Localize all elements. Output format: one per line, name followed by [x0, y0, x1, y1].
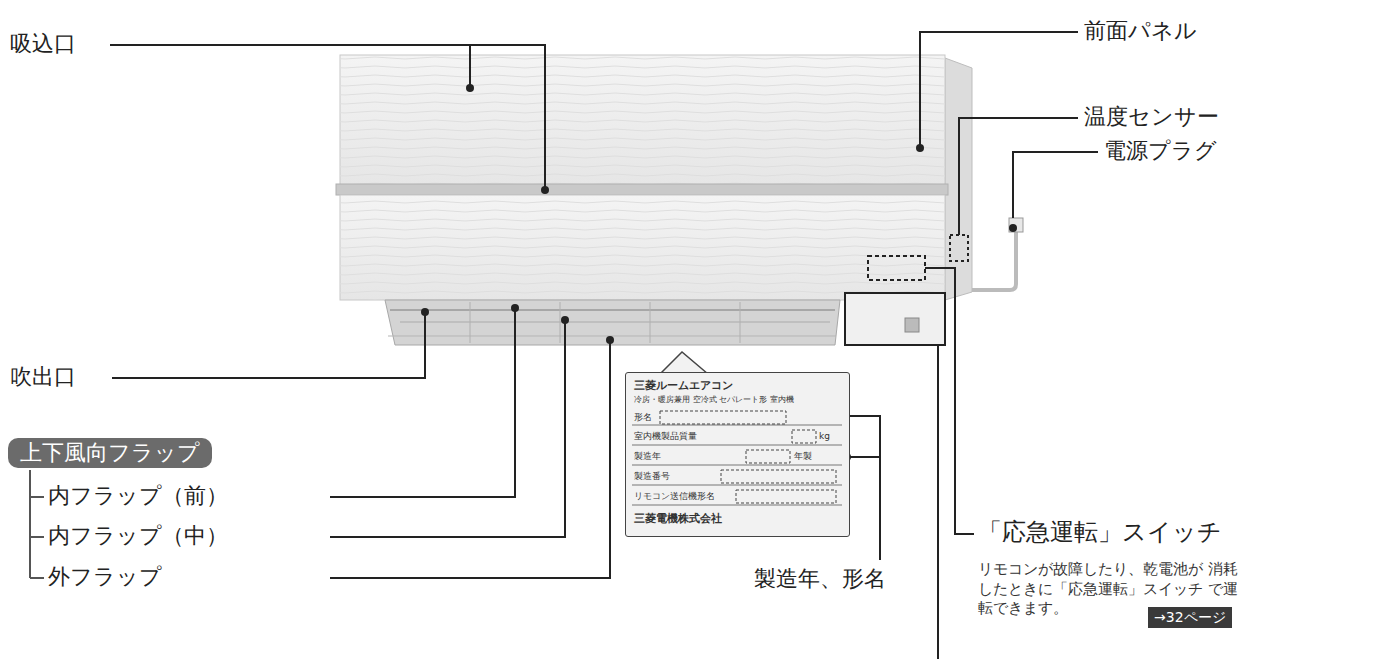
nameplate-text: リモコン送信機形名 [634, 492, 715, 502]
nameplate-text: 製造番号 [634, 472, 670, 482]
part-label: 内フラップ（前） [46, 483, 230, 509]
nameplate-text: 室内機製品質量 [634, 432, 697, 442]
page-ref-text: →32ページ [1154, 609, 1226, 626]
part-label: 電源プラグ [1102, 138, 1219, 164]
nameplate-text: 三菱電機株式会社 [634, 513, 722, 525]
switch-label: 「応急運転」スイッチ [976, 518, 1224, 547]
part-label: 前面パネル [1082, 18, 1199, 44]
part-label: 吸込口 [8, 31, 78, 57]
nameplate-text: 製造年 [634, 452, 661, 462]
nameplate-sticker: 三菱ルームエアコン冷房・暖房兼用 空冷式 セパレート形 室内機形名室内機製品質量… [625, 372, 850, 537]
part-label: 外フラップ [46, 564, 164, 590]
nameplate-text: 形名 [634, 413, 652, 423]
page-ref-badge: →32ページ [1148, 607, 1232, 628]
part-label: 温度センサー [1082, 104, 1221, 130]
part-label: 吹出口 [8, 364, 78, 390]
nameplate-text: 冷房・暖房兼用 空冷式 セパレート形 室内機 [634, 396, 794, 405]
badge-text: 上下風向フラップ [20, 440, 200, 466]
group-badge: 上下風向フラップ [8, 438, 212, 468]
nameplate-text: 三菱ルームエアコン [634, 380, 733, 392]
nameplate-text: kg [819, 432, 830, 442]
part-label: 内フラップ（中） [46, 523, 230, 549]
callout-label: 製造年、形名 [752, 566, 888, 592]
nameplate-text: 年製 [794, 452, 812, 462]
